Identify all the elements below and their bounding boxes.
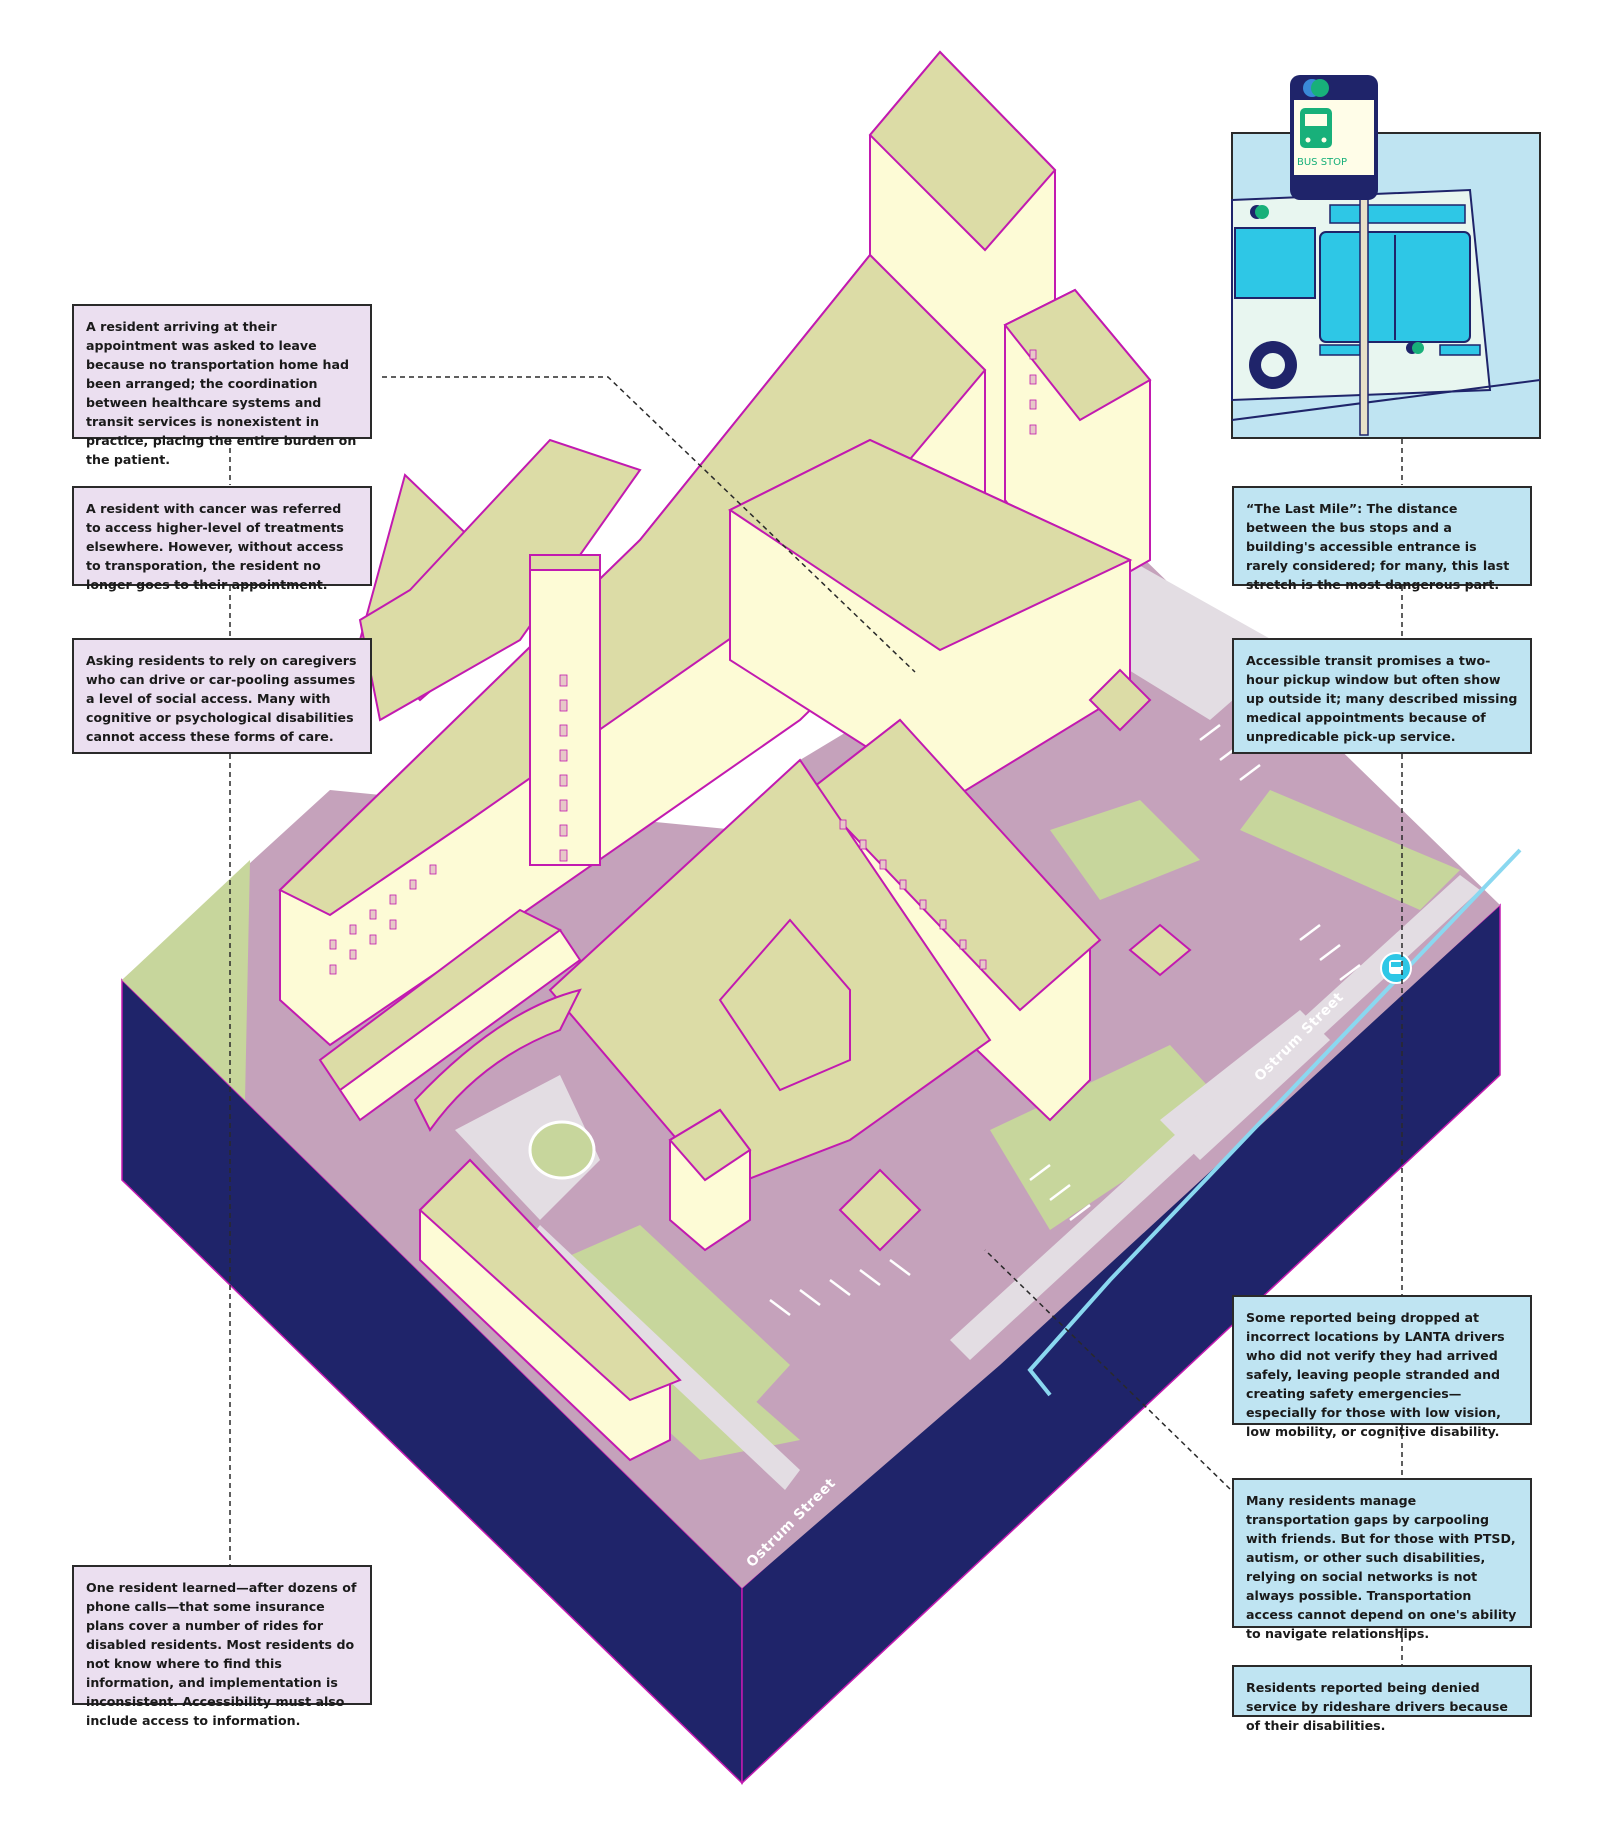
note-pickup-window: Accessible transit promises a two-hour p…: [1232, 638, 1532, 754]
note-pickup-window-text: Accessible transit promises a two-hour p…: [1246, 653, 1518, 744]
bus-stop-label: BUS STOP: [1297, 157, 1347, 168]
note-caregivers-text: Asking residents to rely on caregivers w…: [86, 653, 357, 744]
note-rideshare-denied-text: Residents reported being denied service …: [1246, 1680, 1508, 1733]
bus-stop-marker-icon[interactable]: [1380, 952, 1412, 984]
note-insurance-info-text: One resident learned—after dozens of pho…: [86, 1580, 357, 1728]
note-insurance-info: One resident learned—after dozens of pho…: [72, 1565, 372, 1728]
bus-illustration: [1231, 132, 1541, 439]
transit-route-line: [1027, 848, 1522, 1397]
note-transport-home-text: A resident arriving at their appointment…: [86, 319, 357, 467]
leader-lines: [229, 376, 1403, 1665]
note-carpooling: Many residents manage transportation gap…: [1232, 1478, 1532, 1641]
note-carpooling-text: Many residents manage transportation gap…: [1246, 1493, 1517, 1641]
note-last-mile: “The Last Mile”: The distance between th…: [1232, 486, 1532, 592]
building-windows: [329, 349, 1037, 975]
note-cancer-referral-text: A resident with cancer was referred to a…: [86, 501, 344, 592]
note-caregivers: Asking residents to rely on caregivers w…: [72, 638, 372, 754]
note-incorrect-dropoff-text: Some reported being dropped at incorrect…: [1246, 1310, 1505, 1439]
note-incorrect-dropoff: Some reported being dropped at incorrect…: [1232, 1295, 1532, 1439]
hospital-buildings: [278, 50, 1192, 1462]
note-last-mile-text: “The Last Mile”: The distance between th…: [1246, 501, 1510, 592]
note-rideshare-denied: Residents reported being denied service …: [1232, 1665, 1532, 1733]
note-transport-home: A resident arriving at their appointment…: [72, 304, 372, 467]
bus-stop-sign-icon: [1290, 75, 1378, 200]
note-cancer-referral: A resident with cancer was referred to a…: [72, 486, 372, 592]
